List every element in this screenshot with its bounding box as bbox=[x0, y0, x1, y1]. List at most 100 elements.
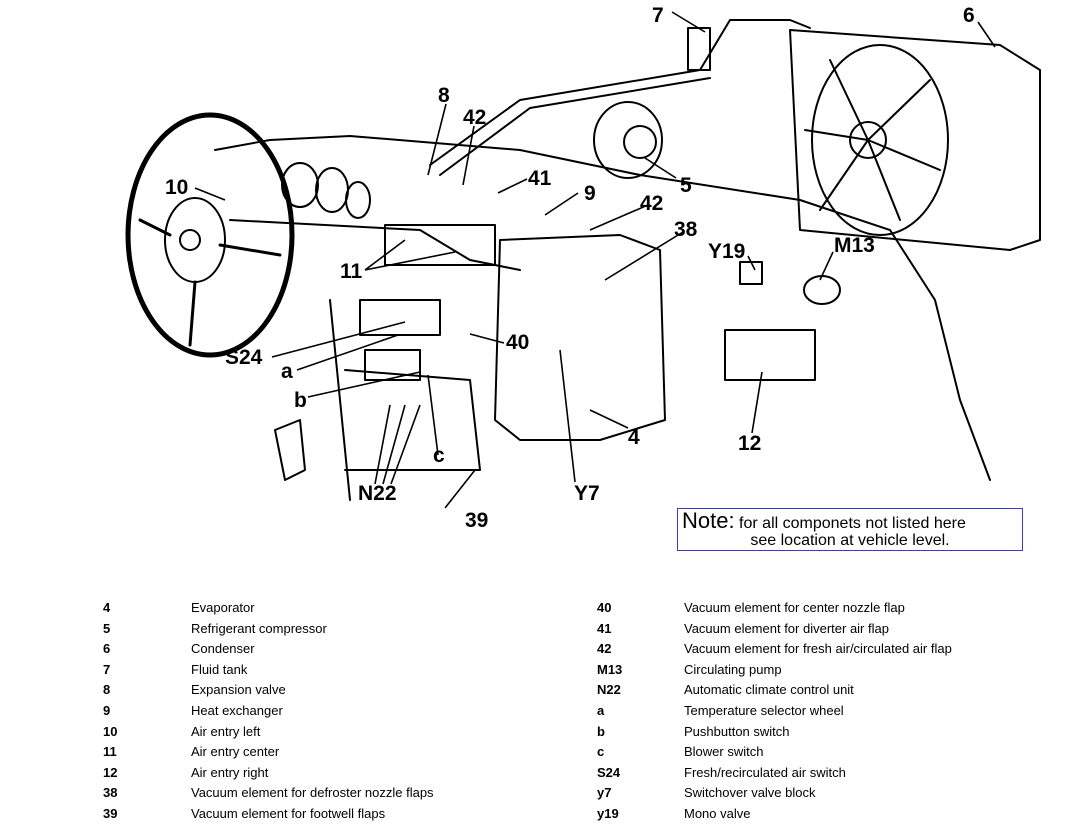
callout-8: 8 bbox=[438, 84, 450, 107]
dashboard-outline bbox=[214, 135, 991, 481]
legend-number: 9 bbox=[103, 702, 111, 718]
legend-label: Air entry left bbox=[191, 723, 261, 739]
fluid-tank bbox=[687, 27, 711, 71]
legend-number: 11 bbox=[103, 744, 117, 760]
callout-10: 10 bbox=[165, 176, 188, 199]
condenser bbox=[789, 29, 1041, 251]
legend-label: Vacuum element for center nozzle flap bbox=[684, 600, 905, 615]
mercedes-star-icon bbox=[179, 229, 201, 251]
legend-number: y7 bbox=[597, 785, 612, 801]
legend-label: Vacuum element for diverter air flap bbox=[684, 620, 889, 636]
cooling-fan bbox=[811, 44, 949, 236]
gauge-right bbox=[345, 181, 371, 219]
legend-number: 39 bbox=[103, 805, 118, 821]
component-location-diagram: 7 6 8 42 5 41 9 42 10 38 Y19 M13 11 S24 … bbox=[125, 4, 1041, 532]
legend-row: 9 Heat exchanger bbox=[103, 701, 434, 722]
note-box: Note: for all componets not listed here … bbox=[677, 508, 1023, 551]
legend-row: 42 Vacuum element for fresh air/circulate… bbox=[597, 639, 952, 660]
console-switches bbox=[359, 299, 441, 336]
legend-row: 10 Air entry left bbox=[103, 722, 434, 743]
callout-y19: Y19 bbox=[708, 240, 745, 263]
legend-row: y7 Switchover valve block bbox=[597, 783, 952, 804]
legend-row: 11 Air entry center bbox=[103, 742, 434, 763]
climate-control-unit bbox=[364, 349, 421, 381]
legend-row: 8 Expansion valve bbox=[103, 680, 434, 701]
legend-row: 7 Fluid tank bbox=[103, 660, 434, 681]
right-vent bbox=[724, 329, 816, 381]
legend-label: Blower switch bbox=[684, 744, 764, 760]
callout-n22: N22 bbox=[358, 482, 397, 505]
gauge-center bbox=[315, 167, 349, 213]
gauge-left bbox=[281, 162, 319, 208]
legend-number: a bbox=[597, 702, 605, 718]
refrigerant-pipes bbox=[429, 19, 811, 166]
legend-number: c bbox=[597, 744, 605, 760]
legend-number: 10 bbox=[103, 723, 118, 739]
legend-number: 8 bbox=[103, 682, 111, 698]
legend-label: Evaporator bbox=[191, 600, 255, 615]
hvac-housing bbox=[494, 234, 666, 441]
legend-number: 6 bbox=[103, 641, 111, 657]
legend-row: b Pushbutton switch bbox=[597, 722, 952, 743]
legend-number: 42 bbox=[597, 641, 612, 657]
legend-row: c Blower switch bbox=[597, 742, 952, 763]
legend-label: Condenser bbox=[191, 641, 255, 657]
legend-number: y19 bbox=[597, 805, 619, 821]
note-line-2: see location at vehicle level. bbox=[750, 532, 950, 549]
legend-label: Refrigerant compressor bbox=[191, 620, 327, 636]
callout-40: 40 bbox=[506, 331, 529, 354]
legend-row: 6 Condenser bbox=[103, 639, 434, 660]
legend-label: Pushbutton switch bbox=[684, 723, 790, 739]
legend-row: 40 Vacuum element for center nozzle flap bbox=[597, 598, 952, 619]
legend-label: Fluid tank bbox=[191, 661, 248, 677]
legend-number: S24 bbox=[597, 764, 621, 780]
fan-hub bbox=[849, 121, 887, 159]
callout-42-top: 42 bbox=[463, 106, 486, 129]
legend-row: y19 Mono valve bbox=[597, 804, 952, 825]
legend-number: 5 bbox=[103, 620, 111, 636]
callout-6: 6 bbox=[963, 4, 975, 27]
note-line-1: for all componets not listed here bbox=[739, 515, 966, 532]
legend-number: 40 bbox=[597, 600, 612, 615]
legend-label: Mono valve bbox=[684, 805, 751, 821]
callout-12: 12 bbox=[738, 432, 761, 455]
legend-label: Heat exchanger bbox=[191, 702, 283, 718]
callout-42-right: 42 bbox=[640, 192, 663, 215]
callout-c: c bbox=[433, 444, 445, 467]
legend-label: Air entry right bbox=[191, 764, 269, 780]
legend-row: 12 Air entry right bbox=[103, 763, 434, 784]
callout-5: 5 bbox=[680, 174, 692, 197]
callout-y7: Y7 bbox=[574, 482, 600, 505]
legend-label: Switchover valve block bbox=[684, 785, 816, 801]
legend-number: 12 bbox=[103, 764, 118, 780]
legend-number: 7 bbox=[103, 661, 111, 677]
steering-wheel bbox=[125, 112, 295, 358]
legend-label: Automatic climate control unit bbox=[684, 682, 854, 698]
legend-number: b bbox=[597, 723, 605, 739]
callout-7: 7 bbox=[652, 4, 664, 27]
legend-row: N22 Automatic climate control unit bbox=[597, 680, 952, 701]
steering-spokes bbox=[138, 218, 282, 347]
legend-label: Fresh/recirculated air switch bbox=[684, 764, 846, 780]
callout-41: 41 bbox=[528, 167, 552, 190]
legend-number: 41 bbox=[597, 620, 612, 636]
legend-label: Air entry center bbox=[191, 744, 280, 760]
callout-s24: S24 bbox=[225, 346, 263, 369]
gear-lever bbox=[274, 419, 306, 481]
callout-a: a bbox=[281, 360, 293, 383]
dashboard-front-edge bbox=[329, 299, 351, 501]
compressor bbox=[593, 101, 663, 179]
legend-label: Vacuum element for defroster nozzle flap… bbox=[191, 785, 434, 801]
legend-row: S24 Fresh/recirculated air switch bbox=[597, 763, 952, 784]
legend-number: N22 bbox=[597, 682, 621, 698]
legend-label: Expansion valve bbox=[191, 682, 286, 698]
legend-row: a Temperature selector wheel bbox=[597, 701, 952, 722]
mono-valve bbox=[739, 261, 763, 285]
callout-b: b bbox=[294, 389, 307, 412]
legend-label: Vacuum element for fresh air/circulated … bbox=[684, 641, 952, 657]
legend-label: Temperature selector wheel bbox=[684, 702, 844, 718]
callout-m13: M13 bbox=[834, 234, 875, 257]
